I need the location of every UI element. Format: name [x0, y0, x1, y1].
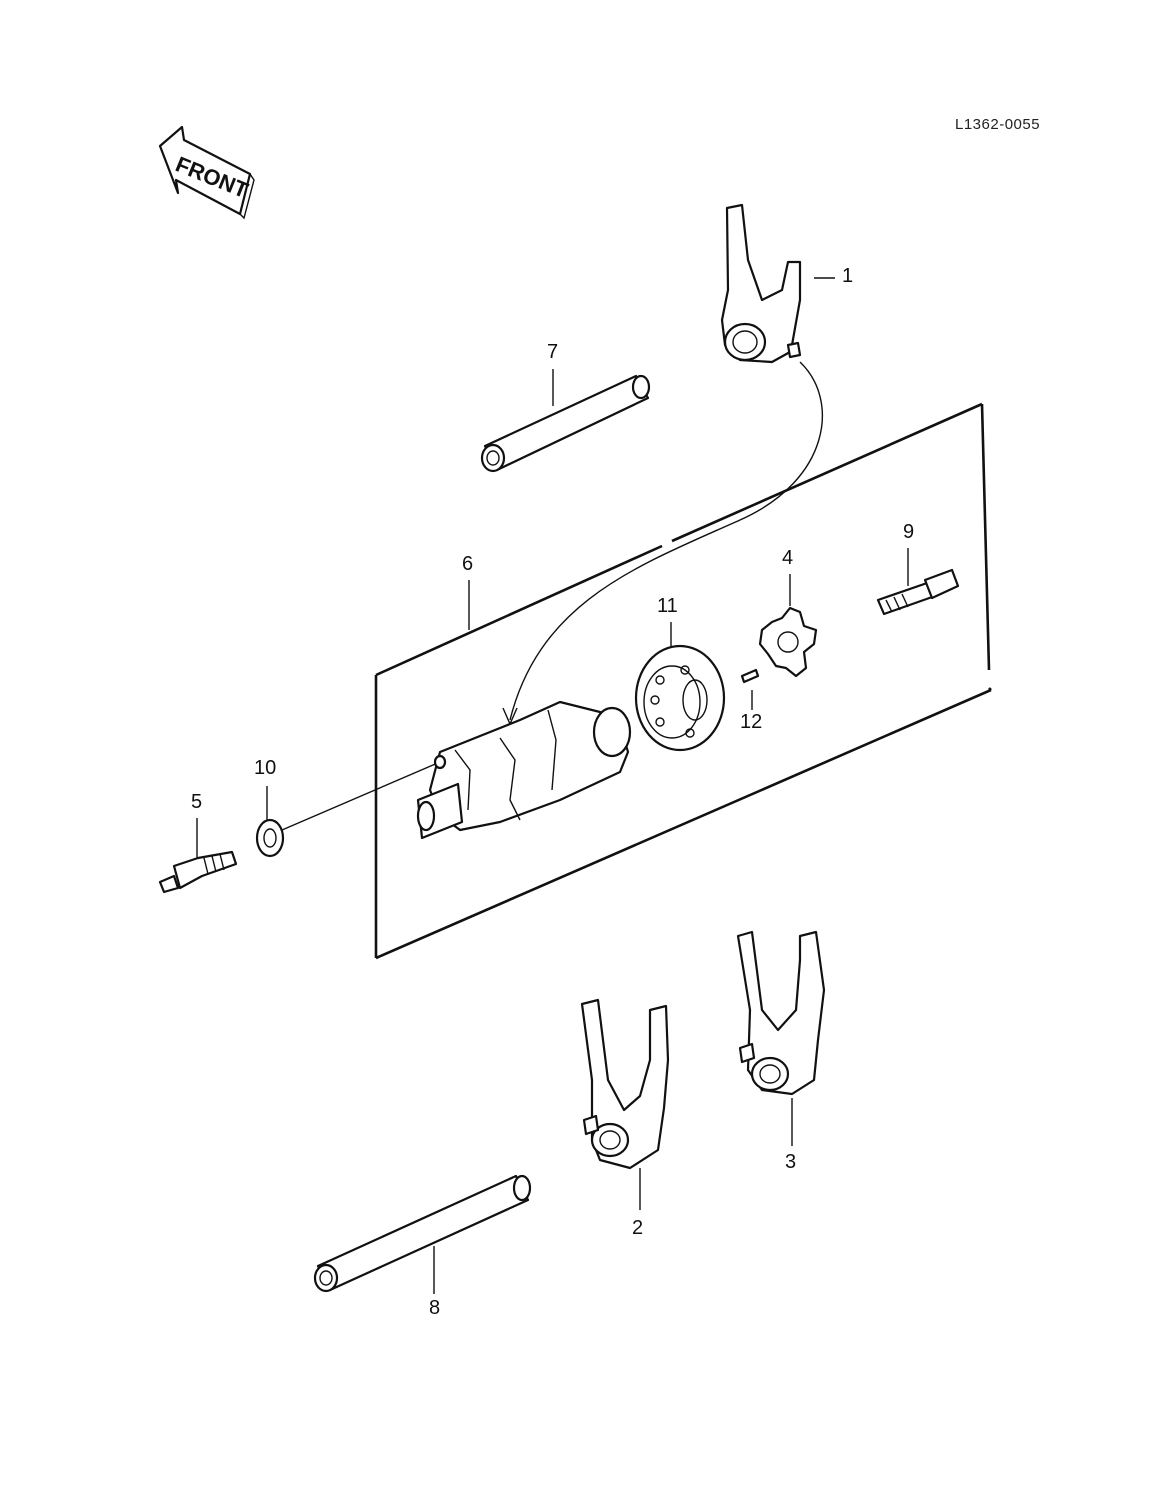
switch-5 — [158, 850, 238, 894]
front-arrow-icon: FRONT — [158, 125, 255, 220]
washer-10 — [255, 818, 285, 858]
callout-10: 10 — [254, 757, 276, 779]
callout-1: 1 — [842, 265, 853, 287]
callout-2: 2 — [632, 1217, 643, 1239]
callout-11: 11 — [657, 595, 678, 617]
shift-fork-1 — [720, 203, 802, 364]
callout-9: 9 — [903, 521, 914, 543]
assembly-panel — [374, 402, 992, 960]
bolt-9 — [876, 568, 960, 616]
reference-code: L1362-0055 — [955, 116, 1040, 133]
callout-5: 5 — [191, 791, 202, 813]
star-cam-4 — [758, 606, 818, 678]
shift-fork-2 — [580, 998, 670, 1170]
callout-8: 8 — [429, 1297, 440, 1319]
callout-6: 6 — [462, 553, 473, 575]
callout-3: 3 — [785, 1151, 796, 1173]
shift-fork-3 — [736, 930, 826, 1096]
callout-12: 12 — [740, 711, 762, 733]
shaft-8 — [313, 1174, 532, 1293]
pin-12 — [740, 668, 760, 684]
callout-4: 4 — [782, 547, 793, 569]
bearing-11 — [634, 644, 726, 752]
shift-drum-6 — [416, 700, 632, 840]
callout-7: 7 — [547, 341, 558, 363]
shaft-7 — [480, 374, 651, 473]
leader-lines — [196, 277, 909, 1294]
